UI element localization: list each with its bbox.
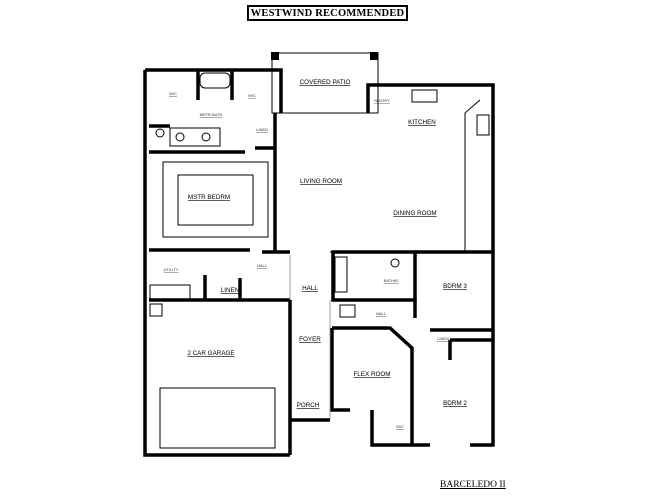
label-kitchen: KITCHEN [408,119,436,126]
label-linen-2: LINEN [437,336,449,341]
label-linen: LINEN [221,287,240,294]
label-hall: HALL [302,285,318,292]
label-bath2: BATH#2 [384,278,400,283]
label-dining-room: DINING ROOM [393,210,436,217]
interior-details [149,72,490,449]
label-living-room: LIVING ROOM [300,178,342,185]
label-bdrm2: BDRM 2 [443,400,467,407]
label-foyer: FOYER [299,336,321,343]
label-utility: UTILITY [164,267,179,272]
label-hall-small: HALL [257,263,268,268]
label-hall-2: HALL [376,311,387,316]
label-bdrm3: BDRM 3 [443,283,467,290]
label-wc-1: W/C [169,91,177,96]
room-labels: COVERED PATIO W/C W/C MSTR BATH PANTRY L… [164,79,468,429]
label-wc-3: W/C [396,424,404,429]
label-pantry: PANTRY [374,98,390,103]
plan-title: WESTWIND RECOMMENDED [247,5,408,21]
label-garage: 2 CAR GARAGE [187,350,234,357]
plan-name: BARCELEDO II [440,480,506,490]
label-flex-room: FLEX ROOM [353,371,390,378]
label-linen-mb: LINEN [256,127,268,132]
label-porch: PORCH [297,402,320,409]
label-mstr-bath: MSTR BATH [200,112,223,117]
exterior-walls [143,68,495,457]
label-mstr-bedrm: MSTR BEDRM [188,194,230,201]
label-covered-patio: COVERED PATIO [300,79,351,86]
label-wc-2: W/C [248,93,256,98]
